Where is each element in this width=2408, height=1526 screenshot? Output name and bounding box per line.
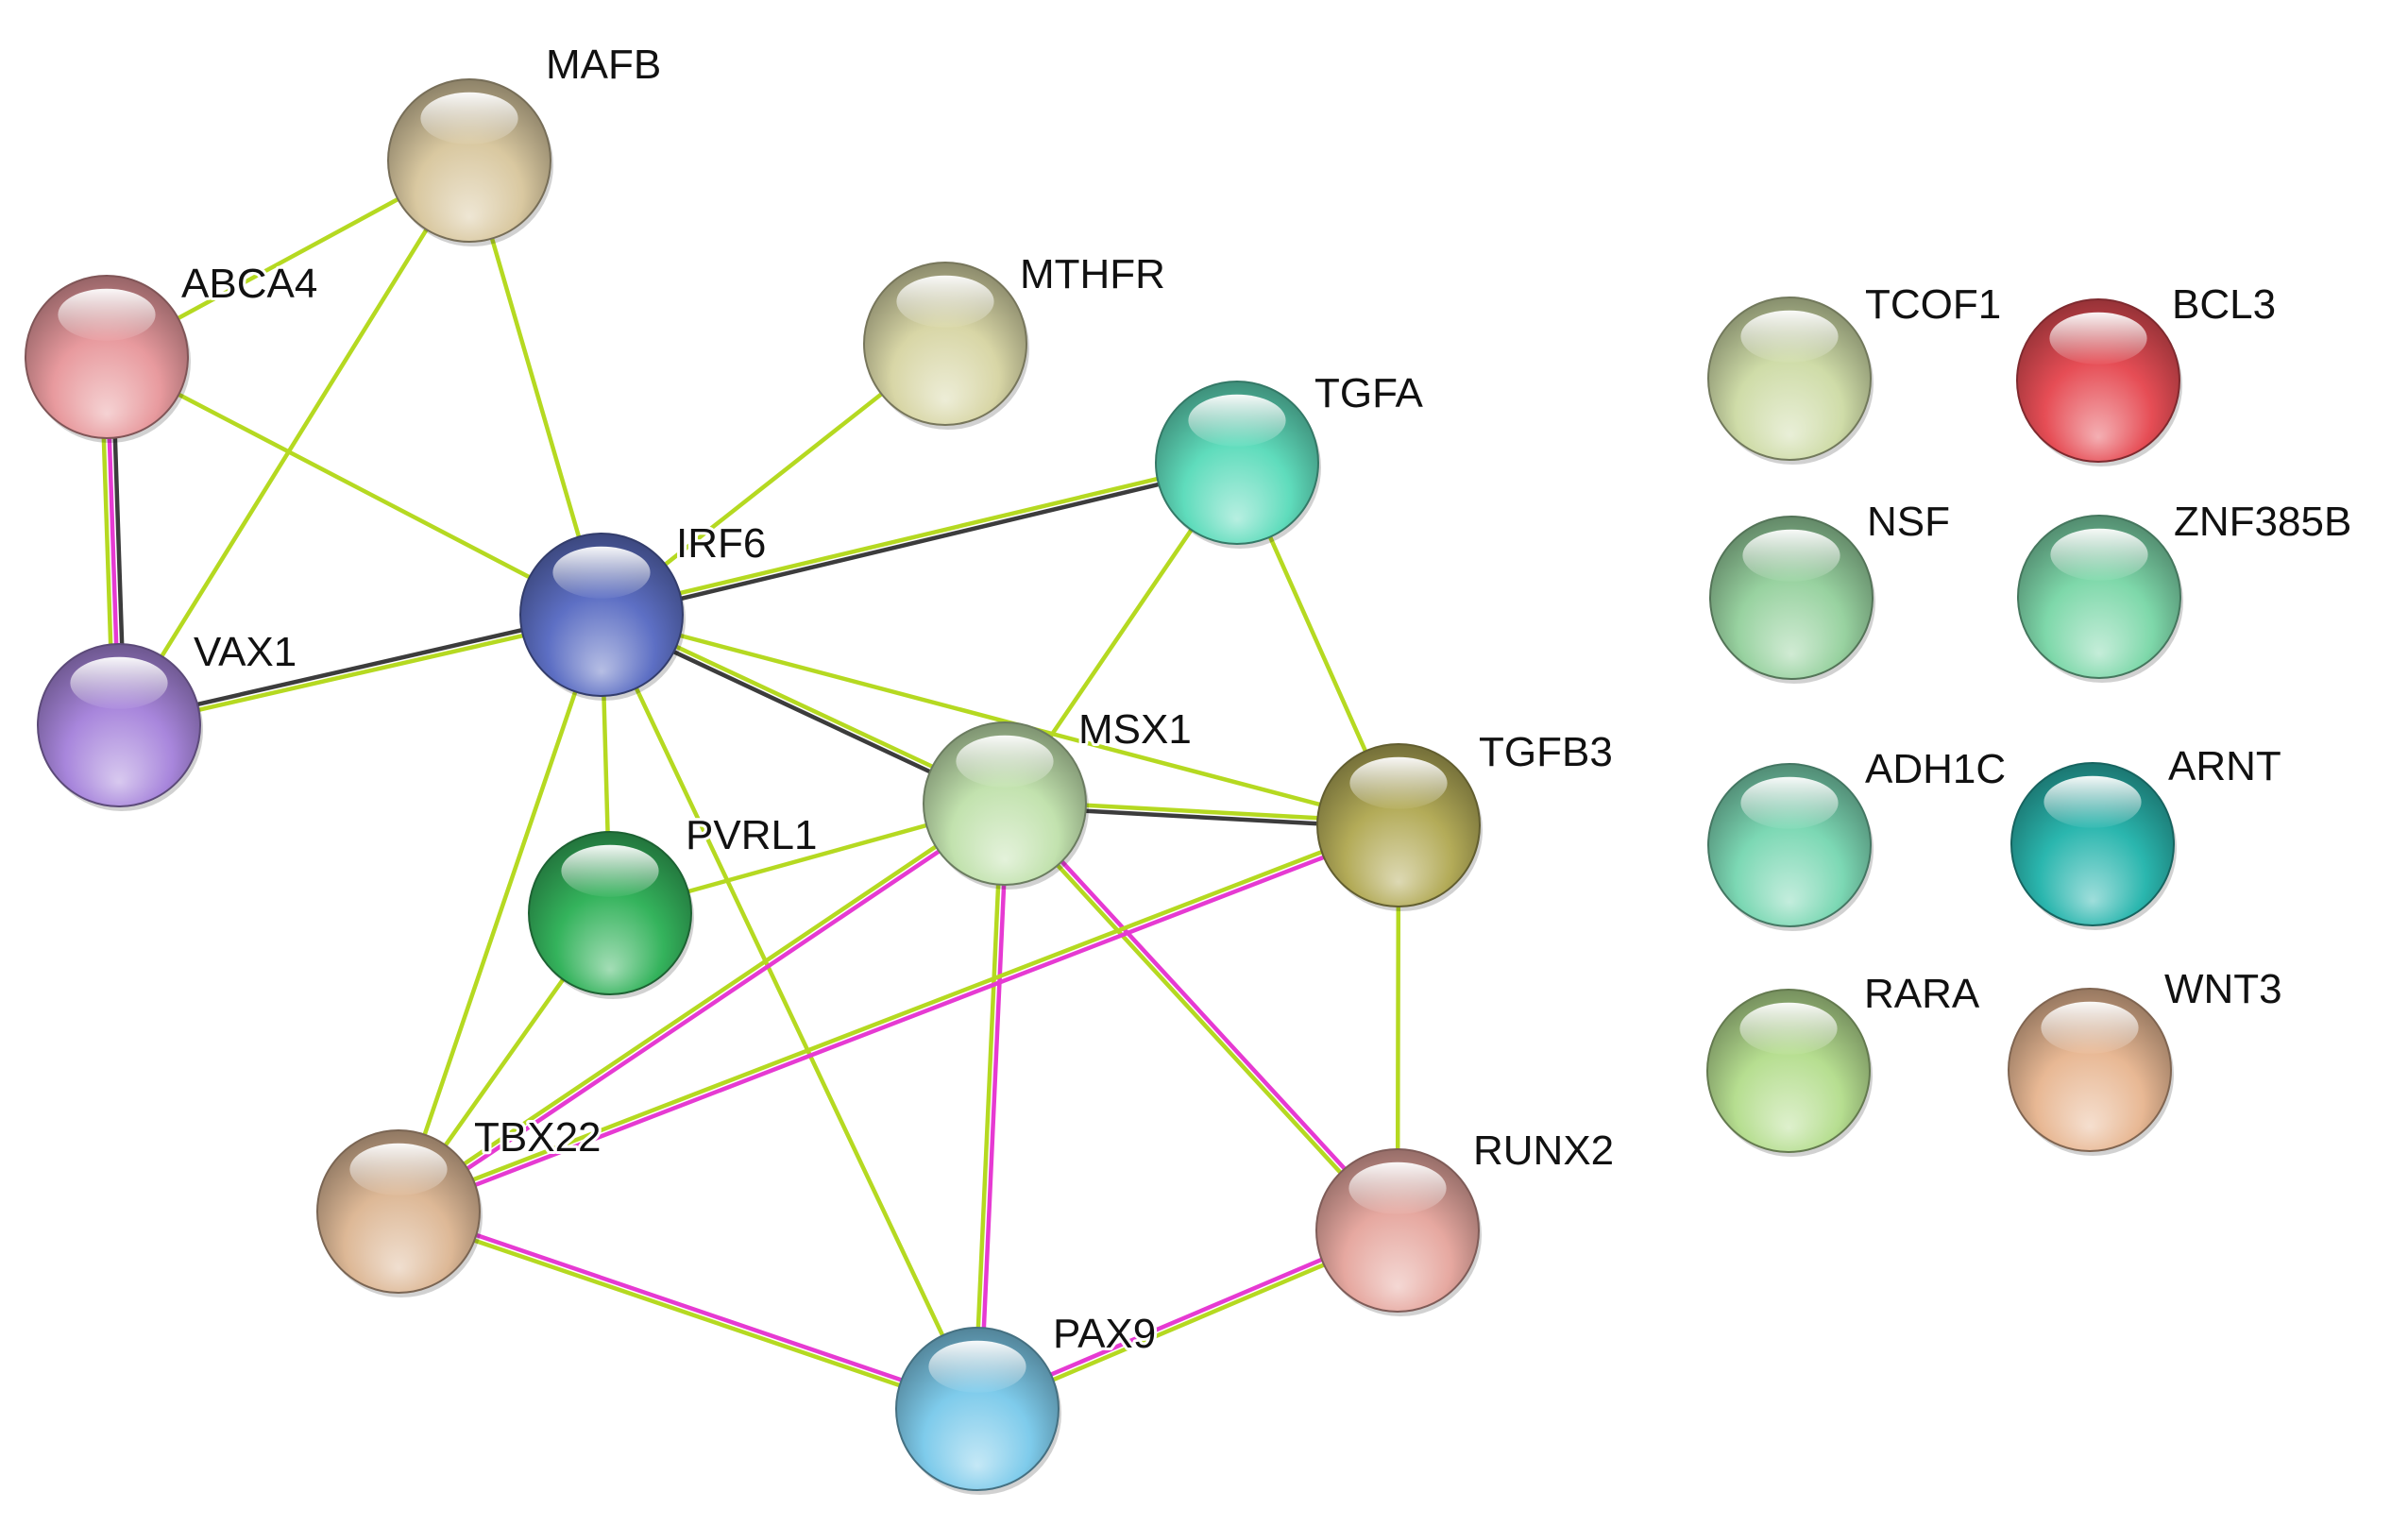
edge-irf6-tgfa: [599, 457, 1240, 620]
node-highlight: [1739, 1002, 1838, 1055]
edge-evidence-textmining: [395, 820, 1400, 1212]
edge-evidence-experimental: [397, 825, 1402, 1217]
edge-evidence-experimental: [397, 1206, 981, 1409]
edge-evidence-textmining: [116, 158, 472, 728]
node-label-wnt3: WNT3: [2164, 966, 2282, 1012]
node-label-pvrl1: PVRL1: [686, 812, 817, 858]
node-mthfr[interactable]: [863, 262, 1029, 430]
edge-evidence-textmining: [395, 799, 1006, 1212]
node-highlight: [1348, 1161, 1447, 1214]
node-wnt3[interactable]: [2008, 988, 2174, 1156]
node-highlight: [2041, 1001, 2139, 1054]
edge-msx1-pax9: [972, 801, 1010, 1412]
node-label-tgfa: TGFA: [1314, 370, 1424, 416]
edges-layer: [98, 158, 1402, 1415]
node-label-mafb: MAFB: [546, 42, 661, 88]
node-tbx22[interactable]: [316, 1129, 483, 1297]
edge-evidence-textmining: [117, 615, 604, 731]
edge-msx1-tbx22: [395, 799, 1009, 1216]
node-highlight: [956, 735, 1054, 788]
node-znf385b[interactable]: [2017, 515, 2183, 683]
node-label-vax1: VAX1: [194, 629, 297, 675]
node-tcof1[interactable]: [1707, 297, 1874, 465]
node-label-znf385b: ZNF385B: [2174, 499, 2351, 545]
edge-evidence-experimental: [977, 801, 1010, 1412]
node-highlight: [2043, 775, 2142, 828]
node-highlight: [896, 275, 994, 328]
node-highlight: [1742, 529, 1840, 582]
edge-evidence-experimental: [398, 804, 1009, 1216]
edge-evidence-textmining: [395, 1212, 979, 1415]
edge-irf6-vax1: [116, 609, 604, 731]
node-label-pax9: PAX9: [1053, 1311, 1156, 1357]
node-label-bcl3: BCL3: [2172, 281, 2276, 328]
node-label-msx1: MSX1: [1078, 706, 1192, 753]
edge-tbx22-pax9: [395, 1206, 981, 1415]
node-highlight: [420, 92, 518, 144]
node-label-tbx22: TBX22: [474, 1114, 602, 1161]
edge-evidence-coexpression: [116, 609, 603, 725]
edge-evidence-textmining: [396, 612, 604, 1214]
node-vax1[interactable]: [37, 643, 203, 811]
node-highlight: [1740, 776, 1839, 829]
node-highlight: [1740, 310, 1839, 363]
node-label-nsf: NSF: [1867, 499, 1950, 545]
node-nsf[interactable]: [1709, 516, 1875, 684]
node-irf6[interactable]: [519, 533, 686, 701]
edge-mafb-vax1: [116, 158, 472, 728]
node-label-rara: RARA: [1864, 971, 1980, 1017]
node-pvrl1[interactable]: [528, 831, 694, 999]
node-highlight: [2049, 312, 2147, 365]
node-highlight: [1349, 756, 1448, 809]
node-highlight: [552, 546, 651, 599]
node-msx1[interactable]: [923, 721, 1089, 890]
node-pax9[interactable]: [895, 1327, 1061, 1495]
node-label-abca4: ABCA4: [181, 261, 317, 307]
node-highlight: [1188, 394, 1286, 447]
node-highlight: [70, 656, 168, 709]
node-label-tcof1: TCOF1: [1865, 281, 2001, 328]
node-highlight: [58, 288, 156, 341]
edge-irf6-tgfb3: [599, 612, 1401, 828]
node-label-arnt: ARNT: [2168, 743, 2281, 789]
node-highlight: [349, 1143, 448, 1195]
edge-evidence-textmining: [104, 354, 604, 618]
node-mafb[interactable]: [387, 78, 553, 246]
edge-tgfb3-tbx22: [395, 820, 1402, 1217]
node-label-tgfb3: TGFB3: [1479, 729, 1613, 775]
node-label-irf6: IRF6: [676, 520, 766, 567]
node-bcl3[interactable]: [2016, 298, 2182, 466]
edge-irf6-pax9: [599, 612, 980, 1412]
edge-evidence-coexpression: [600, 463, 1240, 620]
node-tgfb3[interactable]: [1316, 743, 1483, 911]
edge-abca4-irf6: [104, 354, 604, 618]
node-abca4[interactable]: [25, 275, 191, 443]
edge-evidence-textmining: [599, 457, 1239, 615]
edge-evidence-textmining: [599, 612, 1401, 828]
edge-evidence-textmining: [972, 801, 1005, 1412]
node-highlight: [561, 844, 659, 897]
edge-msx1-runx2: [1000, 799, 1402, 1235]
node-rara[interactable]: [1706, 989, 1873, 1157]
edge-evidence-textmining: [1000, 803, 1399, 1235]
node-label-adh1c: ADH1C: [1865, 746, 2006, 792]
nodes-layer: [25, 78, 2183, 1495]
node-arnt[interactable]: [2010, 762, 2177, 930]
edge-evidence-experimental: [1004, 799, 1402, 1231]
node-tgfa[interactable]: [1155, 381, 1321, 549]
node-highlight: [928, 1340, 1026, 1393]
node-highlight: [2050, 528, 2148, 581]
edge-irf6-tbx22: [396, 612, 604, 1214]
edge-evidence-textmining: [599, 612, 980, 1412]
node-adh1c[interactable]: [1707, 763, 1874, 931]
node-label-runx2: RUNX2: [1473, 1128, 1614, 1174]
node-label-mthfr: MTHFR: [1020, 251, 1165, 297]
node-runx2[interactable]: [1315, 1148, 1482, 1316]
